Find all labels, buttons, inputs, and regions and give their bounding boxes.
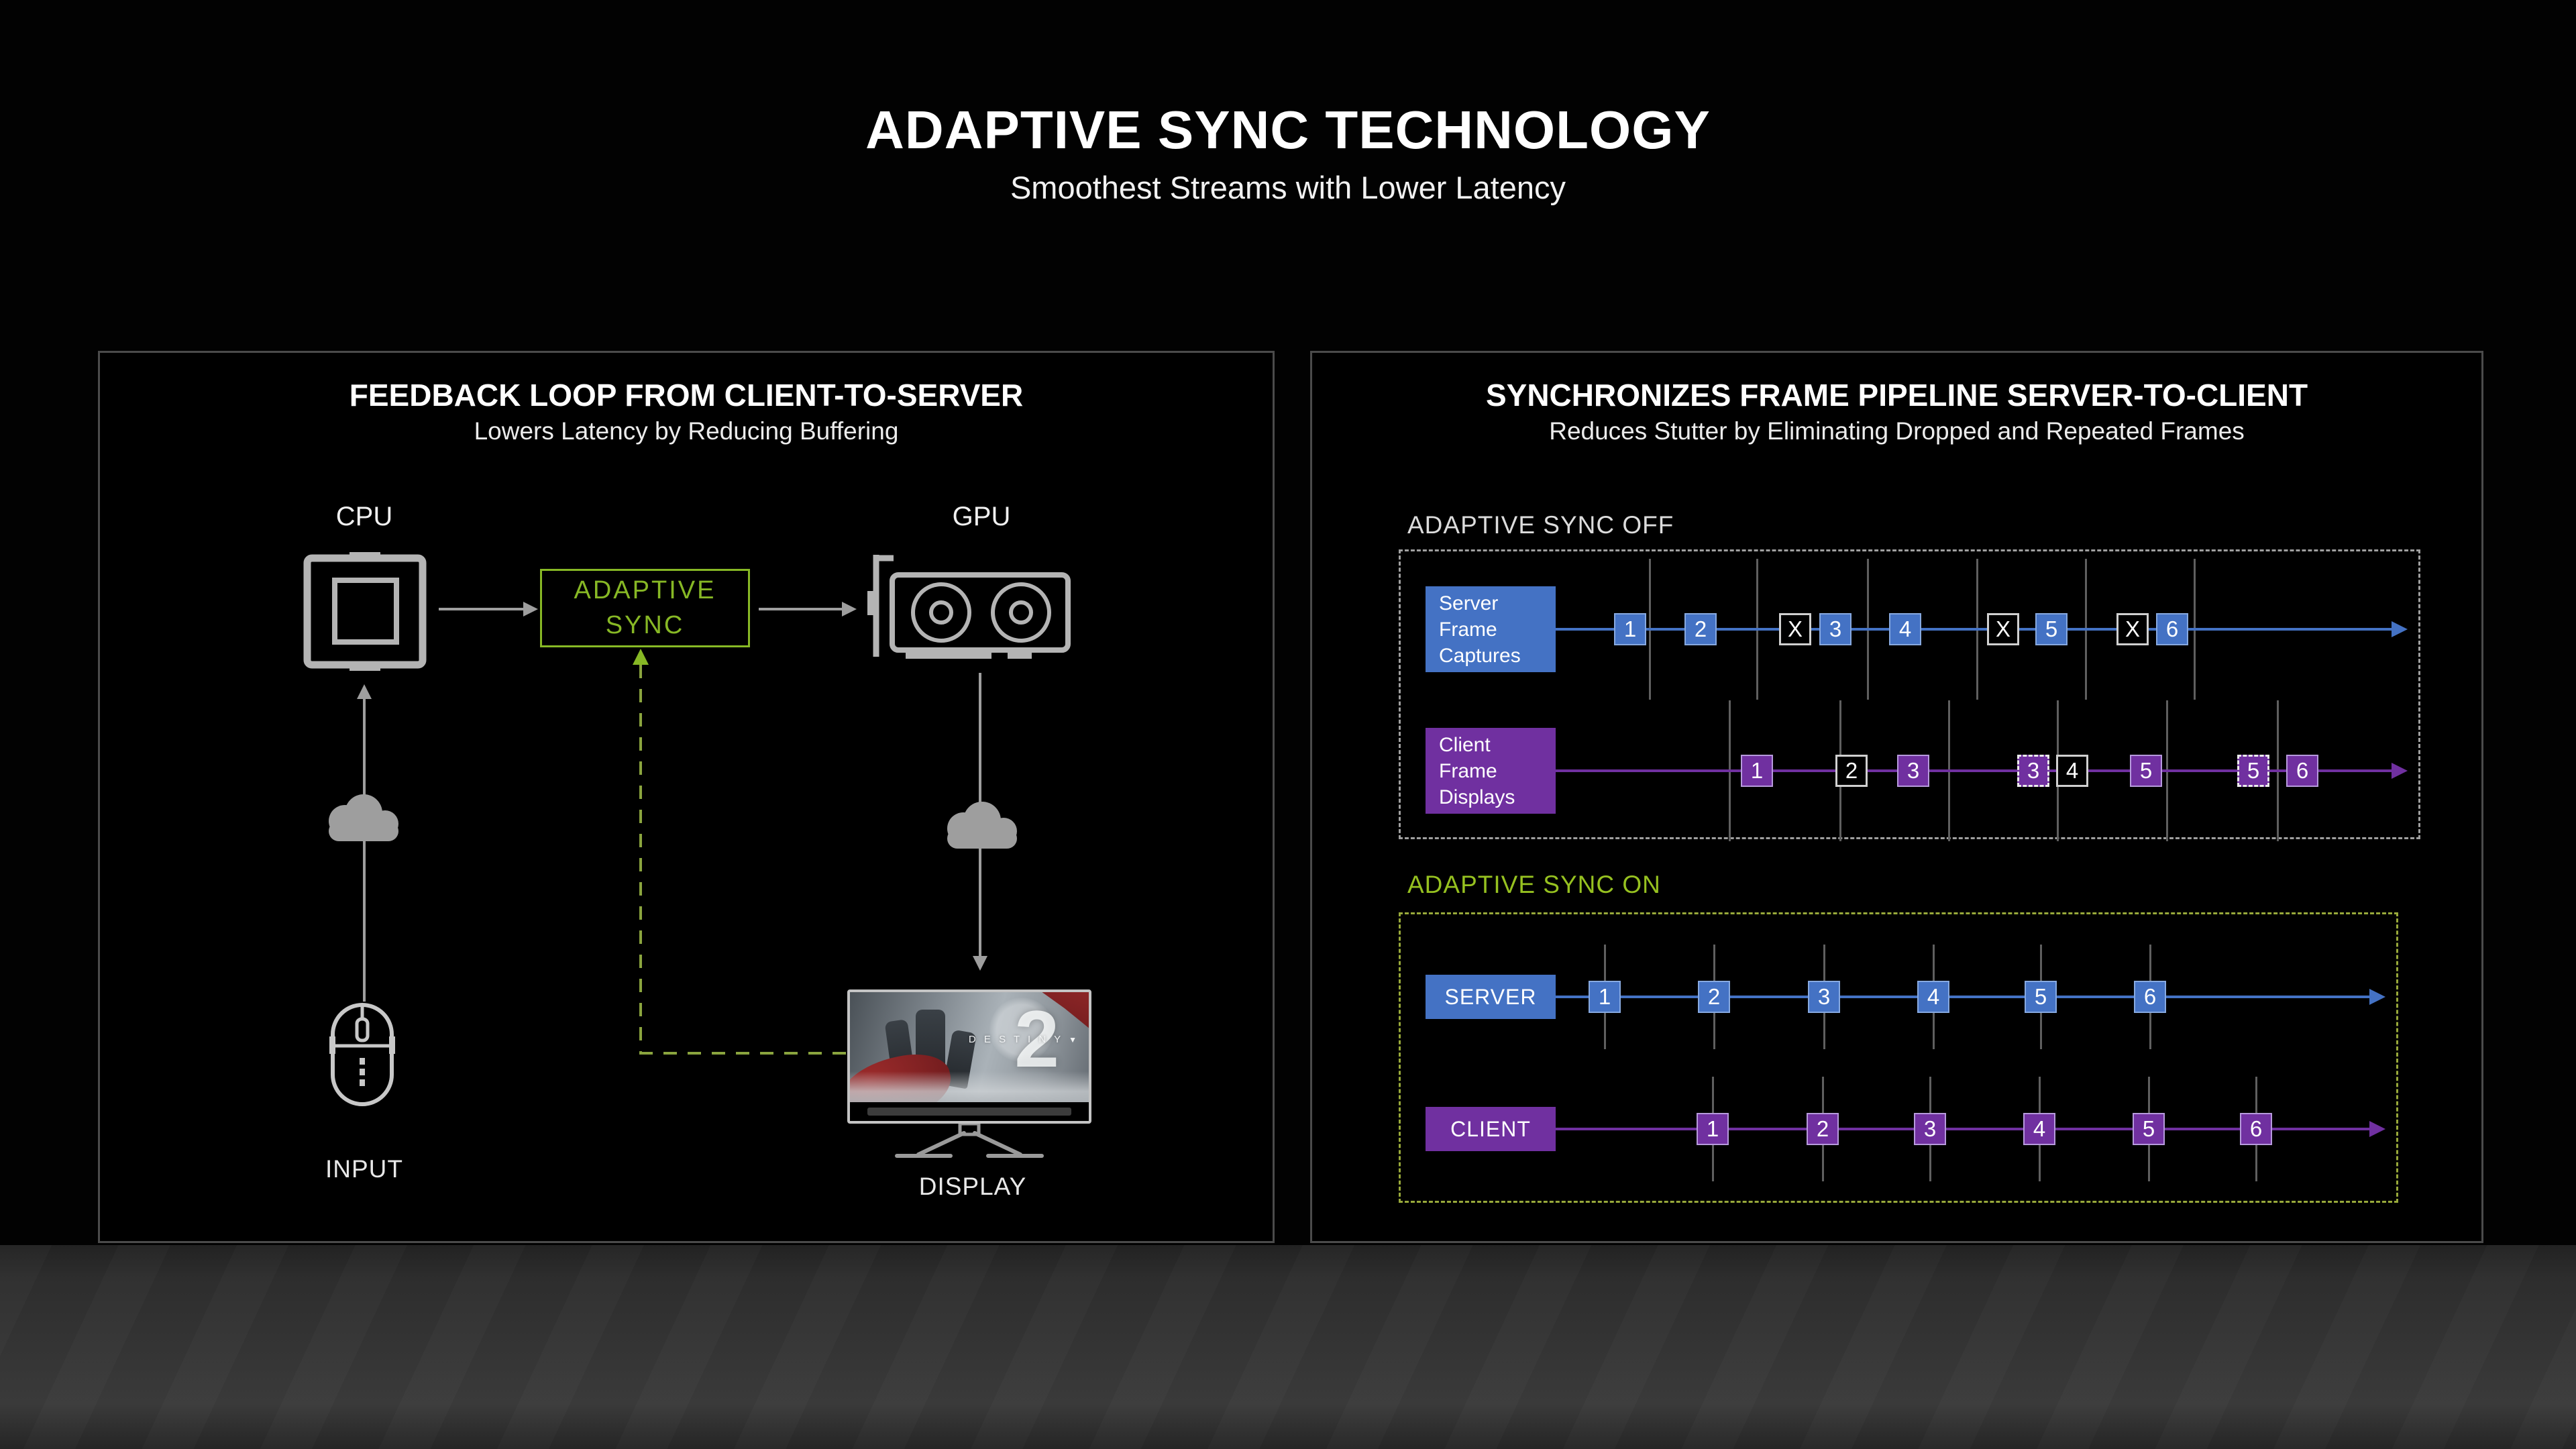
destiny-wordmark: D E S T I N Y	[968, 1034, 1064, 1045]
row-label-line: Frame	[1439, 618, 1497, 641]
arrow-input-to-cpu	[363, 696, 366, 1002]
frame-box-4: 4	[2023, 1113, 2055, 1145]
frame-box-3: 3	[1914, 1113, 1946, 1145]
feedback-dashed-line-horizontal	[639, 1052, 849, 1055]
frame-box-2: 2	[1807, 1113, 1839, 1145]
timeline-arrowhead	[2392, 621, 2408, 637]
row-label-line: Client	[1439, 733, 1491, 756]
adaptive-sync-on-container: SERVER 1 2 3 4 5 6 CLIENT 1 2 3 4 5 6	[1399, 912, 2398, 1203]
frame-box-6: 6	[2134, 981, 2166, 1013]
arrow-cpu-to-sync	[439, 608, 525, 610]
adaptive-sync-on-label: ADAPTIVE SYNC ON	[1407, 871, 1661, 898]
frame-box-1: 1	[1614, 613, 1646, 645]
frame-box-1: 1	[1741, 755, 1773, 787]
row-label-line: CLIENT	[1450, 1116, 1531, 1141]
frame-box-x: X	[1987, 613, 2019, 645]
arrow-gpu-to-display-head	[973, 956, 987, 971]
adaptive-sync-off-label: ADAPTIVE SYNC OFF	[1407, 511, 1674, 539]
frame-box-5: 5	[2133, 1113, 2165, 1145]
adaptive-sync-line1: ADAPTIVE	[574, 576, 716, 605]
feedback-arrow-head	[633, 649, 649, 665]
frame-box-4: 4	[2056, 755, 2088, 787]
monitor-speaker-bar	[867, 1108, 1071, 1116]
display-screen: 2 D E S T I N Y ▼	[850, 992, 1089, 1102]
left-panel-subtitle: Lowers Latency by Reducing Buffering	[474, 417, 899, 445]
moon-art	[989, 998, 1054, 1062]
frame-box-x: X	[1779, 613, 1811, 645]
cloud-upload-icon	[329, 794, 398, 841]
frame-box-4: 4	[1889, 613, 1921, 645]
display-label: DISPLAY	[918, 1173, 1027, 1200]
mouse-icon	[329, 1003, 395, 1106]
client-label: CLIENT	[1426, 1107, 1556, 1151]
frame-box-3: 3	[1897, 755, 1929, 787]
row-label-line: Displays	[1439, 786, 1515, 808]
arrow-input-to-cpu-head	[357, 684, 372, 699]
row-label-line: Captures	[1439, 644, 1521, 667]
feedback-dashed-line-vertical	[639, 665, 642, 1055]
left-panel-title: FEEDBACK LOOP FROM CLIENT-TO-SERVER	[349, 378, 1024, 413]
timeline-arrowhead	[2369, 989, 2385, 1005]
frame-box-3: 3	[2017, 755, 2049, 787]
stage-floor	[0, 1245, 2576, 1449]
arrow-cpu-to-sync-head	[523, 602, 538, 616]
display-monitor: 2 D E S T I N Y ▼	[847, 989, 1091, 1124]
frame-box-3: 3	[1808, 981, 1840, 1013]
frame-box-6: 6	[2240, 1113, 2272, 1145]
row-label-line: Server	[1439, 592, 1499, 614]
frame-box-x: X	[2116, 613, 2149, 645]
frame-box-2: 2	[1684, 613, 1717, 645]
feedback-loop-panel: FEEDBACK LOOP FROM CLIENT-TO-SERVER Lowe…	[98, 351, 1275, 1243]
frame-box-5: 5	[2237, 755, 2269, 787]
right-panel-subtitle: Reduces Stutter by Eliminating Dropped a…	[1549, 417, 2245, 445]
cloud-download-icon	[947, 802, 1017, 849]
arrow-sync-to-gpu	[759, 608, 843, 610]
frame-box-1: 1	[1697, 1113, 1729, 1145]
gpu-icon	[867, 555, 1071, 659]
destiny-tricorn-icon: ▼	[1069, 1034, 1077, 1044]
timeline-line	[1556, 628, 2392, 631]
server-label: SERVER	[1426, 975, 1556, 1019]
frame-box-5: 5	[2130, 755, 2162, 787]
destiny-2-numeral: 2	[1014, 994, 1059, 1084]
cpu-label: CPU	[335, 502, 393, 531]
destiny-title: D E S T I N Y ▼	[969, 1034, 1077, 1045]
timeline-line	[1556, 769, 2392, 772]
slide-title: ADAPTIVE SYNC TECHNOLOGY	[865, 100, 1711, 160]
adaptive-sync-line2: SYNC	[605, 610, 685, 639]
adaptive-sync-box: ADAPTIVE SYNC	[540, 569, 750, 647]
timeline-arrowhead	[2392, 763, 2408, 779]
timeline-line	[1556, 1128, 2369, 1130]
slide-subtitle: Smoothest Streams with Lower Latency	[1010, 170, 1566, 205]
frame-box-1: 1	[1589, 981, 1621, 1013]
ground-art	[850, 1071, 1089, 1102]
row-label-line: SERVER	[1444, 984, 1537, 1009]
row-label-line: Frame	[1439, 759, 1497, 782]
frame-box-6: 6	[2156, 613, 2188, 645]
gpu-label: GPU	[952, 502, 1011, 531]
frame-pipeline-panel: SYNCHRONIZES FRAME PIPELINE SERVER-TO-CL…	[1310, 351, 2483, 1243]
frame-box-2: 2	[1698, 981, 1730, 1013]
frame-box-5: 5	[2035, 613, 2068, 645]
frame-box-6: 6	[2286, 755, 2318, 787]
frame-box-3: 3	[1819, 613, 1851, 645]
cpu-icon	[303, 552, 427, 671]
right-panel-title: SYNCHRONIZES FRAME PIPELINE SERVER-TO-CL…	[1485, 378, 2308, 413]
frame-box-5: 5	[2025, 981, 2057, 1013]
frame-box-2: 2	[1835, 755, 1868, 787]
monitor-stand	[895, 1124, 1044, 1158]
arrow-sync-to-gpu-head	[842, 602, 857, 616]
timeline-arrowhead	[2369, 1121, 2385, 1137]
input-label: INPUT	[325, 1155, 403, 1183]
timeline-line	[1556, 996, 2369, 998]
frame-box-4: 4	[1917, 981, 1949, 1013]
